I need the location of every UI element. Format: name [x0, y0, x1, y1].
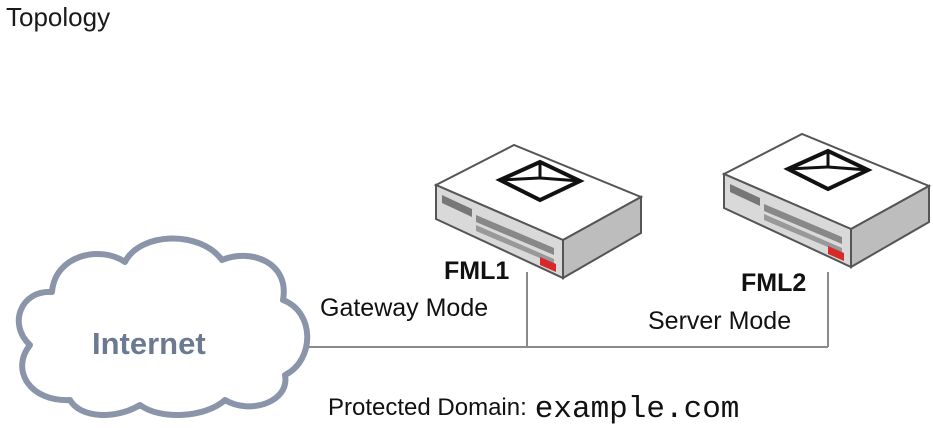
fml2-mode: Server Mode: [648, 307, 792, 335]
fml2-name: FML2: [741, 269, 807, 297]
fml1-mode: Gateway Mode: [320, 294, 489, 322]
internet-label: Internet: [92, 326, 206, 361]
fml1-name: FML1: [444, 257, 510, 285]
network-links: [305, 272, 829, 348]
appliance-icon: [721, 132, 932, 269]
diagram-title: Topology: [6, 2, 111, 32]
appliance-icon: [433, 143, 644, 280]
envelope-icon: [495, 159, 585, 203]
protected-domain-label: Protected Domain:: [328, 394, 527, 421]
protected-domain-value: example.com: [534, 392, 740, 427]
protected-domain: Protected Domain: example.com: [328, 390, 740, 427]
envelope-icon: [783, 148, 873, 192]
cloud-icon: [16, 235, 311, 418]
